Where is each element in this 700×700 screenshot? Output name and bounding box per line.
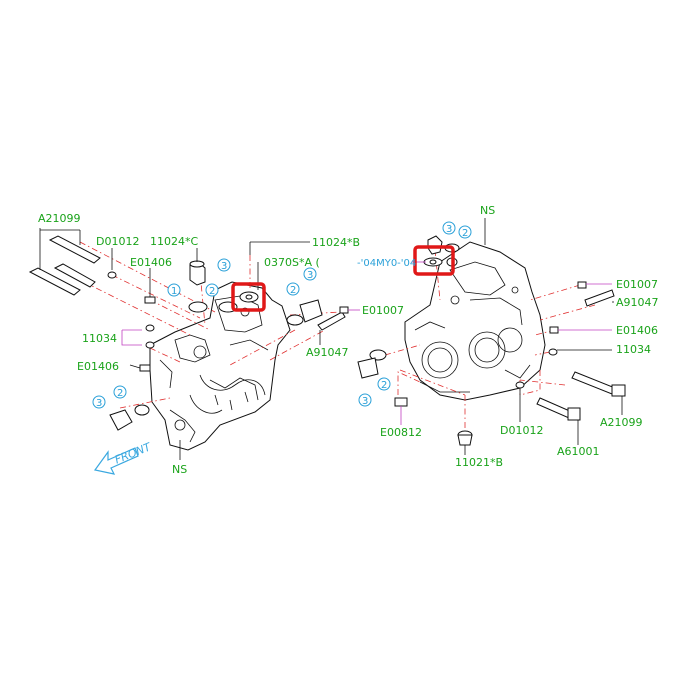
callout-3-right-top: 3 xyxy=(442,221,456,235)
callout-2-right-top: 2 xyxy=(458,225,472,239)
front-arrow-icon xyxy=(93,447,139,475)
label-04my: -'04MY0-'04 xyxy=(357,258,416,269)
callout-3-left-bottom: 3 xyxy=(92,395,106,409)
svg-text:1: 1 xyxy=(171,286,177,297)
left-cylinder-block xyxy=(149,281,291,451)
callout-1-left: 1 xyxy=(167,283,181,297)
label-a21099-left: A21099 xyxy=(38,212,81,225)
svg-text:2: 2 xyxy=(462,228,468,239)
callout-2-left-top: 2 xyxy=(205,283,219,297)
right-cylinder-block xyxy=(404,241,546,401)
callout-3-mid: 3 xyxy=(303,267,317,281)
highlight-box-04my xyxy=(413,245,455,276)
part-labels: A21099 D01012 11024*C E01406 11034 E0140… xyxy=(38,204,659,476)
label-e00812: E00812 xyxy=(380,426,422,439)
svg-text:3: 3 xyxy=(307,270,313,281)
svg-text:3: 3 xyxy=(221,261,227,272)
label-a91047-mid: A91047 xyxy=(306,346,349,359)
label-e01007-mid: E01007 xyxy=(362,304,404,317)
label-ns-left: NS xyxy=(172,463,187,476)
label-e01406-top-left: E01406 xyxy=(130,256,172,269)
label-e01406-bottom-left: E01406 xyxy=(77,360,119,373)
label-11034-right: 11034 xyxy=(616,343,651,356)
label-0370s: 0370S*A ( xyxy=(264,256,320,269)
svg-text:3: 3 xyxy=(96,398,102,409)
label-a61001: A61001 xyxy=(557,445,600,458)
label-d01012-right: D01012 xyxy=(500,424,543,437)
svg-text:3: 3 xyxy=(362,396,368,407)
leader-lines xyxy=(39,218,623,460)
callout-markers: 1 2 3 2 3 2 3 3 2 2 3 xyxy=(92,221,472,409)
svg-text:3: 3 xyxy=(446,224,452,235)
label-e01007-right: E01007 xyxy=(616,278,658,291)
label-ns-right: NS xyxy=(480,204,495,217)
callout-2-right-bottom: 2 xyxy=(377,377,391,391)
label-e01406-right: E01406 xyxy=(616,324,658,337)
label-11021b: 11021*B xyxy=(455,456,503,469)
callout-2-mid: 2 xyxy=(286,282,300,296)
label-d01012-left: D01012 xyxy=(96,235,139,248)
label-11034-left: 11034 xyxy=(82,332,117,345)
front-label: FRONT xyxy=(113,440,154,467)
label-11024c: 11024*C xyxy=(150,235,198,248)
svg-text:2: 2 xyxy=(381,380,387,391)
callout-2-left-bottom: 2 xyxy=(113,385,127,399)
small-parts xyxy=(28,235,626,446)
svg-text:2: 2 xyxy=(209,286,215,297)
label-a91047-right: A91047 xyxy=(616,296,659,309)
label-a21099-right: A21099 xyxy=(600,416,643,429)
svg-text:2: 2 xyxy=(117,388,123,399)
callout-3-left-top: 3 xyxy=(217,258,231,272)
svg-text:2: 2 xyxy=(290,285,296,296)
label-11024b: 11024*B xyxy=(312,236,360,249)
callout-3-right-bottom: 3 xyxy=(358,393,372,407)
highlight-box-0370s xyxy=(231,282,266,312)
